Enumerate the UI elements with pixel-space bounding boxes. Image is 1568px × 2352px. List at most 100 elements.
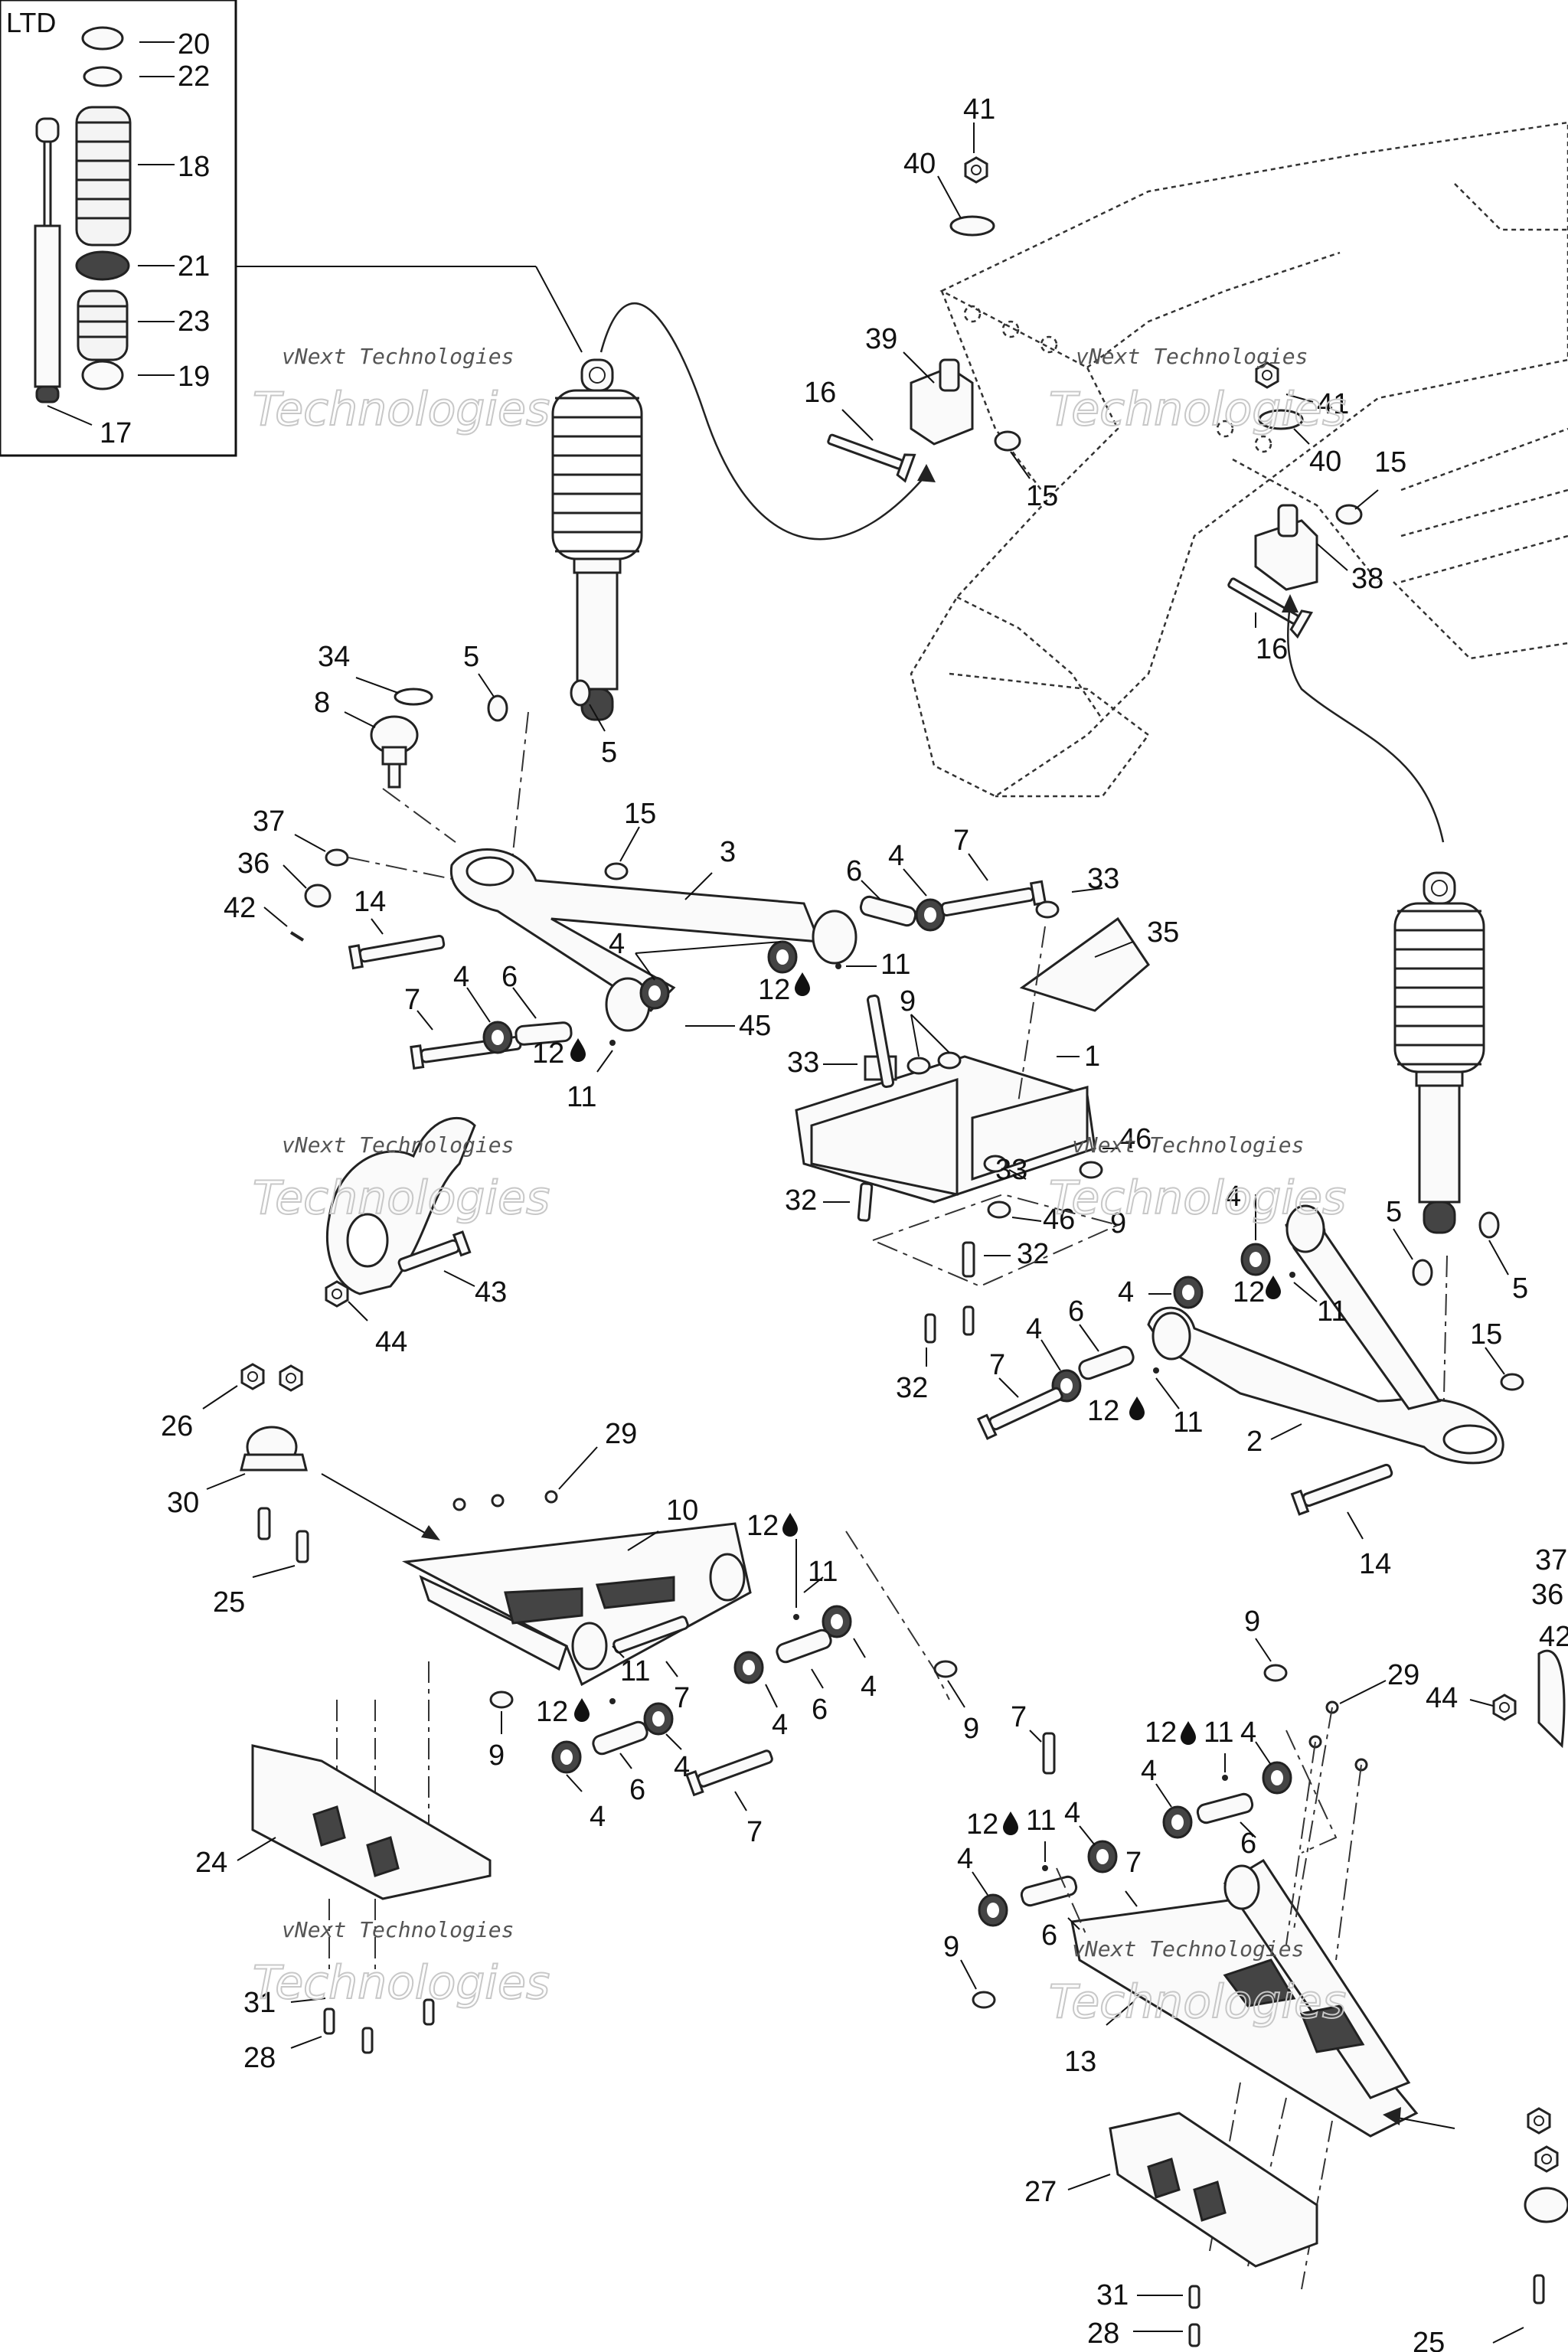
callout-4g: 4: [1026, 1313, 1042, 1345]
callout-24: 24: [195, 1847, 227, 1879]
callout-2: 2: [1246, 1426, 1263, 1458]
callout-14b: 14: [1359, 1548, 1391, 1580]
callout-29a: 29: [605, 1418, 637, 1450]
callout-4c: 4: [453, 961, 469, 993]
callout-4h: 4: [861, 1671, 877, 1703]
skid-plate-24: [251, 1744, 492, 1900]
svg-text:vNext Technologies: vNext Technologies: [1072, 1936, 1304, 1962]
nut-15b: [1335, 504, 1363, 525]
callout-33a: 33: [1087, 863, 1119, 895]
callout-5a: 5: [463, 641, 479, 673]
callout-19: 19: [178, 361, 210, 393]
callout-9a: 9: [900, 985, 916, 1018]
svg-text:Technologies: Technologies: [1049, 1975, 1346, 2029]
callout-9e: 9: [1244, 1606, 1260, 1638]
callout-32a: 32: [785, 1184, 817, 1217]
callout-11g: 11: [1204, 1717, 1233, 1749]
callout-11c: 11: [1317, 1295, 1347, 1328]
skid-plate-27: [1109, 2112, 1318, 2268]
callout-40a: 40: [903, 148, 936, 180]
callout-32b: 32: [1017, 1238, 1049, 1270]
svg-text:Technologies: Technologies: [1049, 1171, 1346, 1225]
callout-20: 20: [178, 28, 210, 60]
callout-39: 39: [865, 323, 897, 355]
callout-12f: 12: [536, 1696, 568, 1728]
upper-a-arm-3: [449, 848, 858, 1032]
washer-5a: [487, 694, 508, 722]
nut-15a: [994, 430, 1021, 452]
callout-34: 34: [318, 641, 350, 673]
callout-6d: 6: [1068, 1295, 1084, 1328]
callout-28b: 28: [1087, 2318, 1119, 2350]
callout-33c: 33: [995, 1154, 1027, 1186]
callout-33b: 33: [787, 1047, 819, 1079]
upper-bracket-39: [910, 358, 974, 446]
callout-37a: 37: [253, 805, 285, 838]
callout-9c: 9: [963, 1713, 979, 1745]
callout-25a: 25: [213, 1586, 245, 1619]
callout-12b: 12: [532, 1037, 564, 1070]
callout-4m: 4: [1240, 1717, 1256, 1749]
lower-a-arm-2: [1147, 1204, 1504, 1465]
svg-text:Technologies: Technologies: [253, 383, 550, 436]
castle-nut-36: [304, 884, 332, 908]
callout-7d: 7: [989, 1349, 1005, 1381]
callout-14a: 14: [354, 886, 386, 918]
cotter-pin-42: [289, 931, 305, 942]
callout-11f: 11: [620, 1655, 650, 1687]
callout-15d: 15: [1470, 1318, 1502, 1351]
svg-text:vNext Technologies: vNext Technologies: [282, 1917, 514, 1942]
callout-10: 10: [666, 1494, 698, 1527]
callout-9b: 9: [1110, 1207, 1126, 1240]
callout-1: 1: [1084, 1040, 1100, 1073]
svg-text:Technologies: Technologies: [253, 1956, 550, 2010]
callout-36a: 36: [237, 848, 270, 880]
callout-7a: 7: [953, 825, 969, 857]
callout-13: 13: [1064, 2046, 1096, 2078]
callout-11d: 11: [1173, 1406, 1203, 1439]
callout-4b: 4: [609, 928, 625, 960]
callout-9d: 9: [488, 1740, 505, 1772]
lower-bracket-38: [1254, 504, 1318, 591]
callout-40b: 40: [1309, 446, 1341, 478]
callout-11e: 11: [808, 1556, 838, 1588]
callout-35: 35: [1147, 916, 1179, 949]
svg-text:Technologies: Technologies: [1049, 383, 1346, 436]
ball-joint-30: [240, 1426, 308, 1472]
callout-11h: 11: [1026, 1805, 1056, 1837]
callout-6b: 6: [501, 961, 518, 993]
ball-joint-8: [370, 715, 419, 789]
callout-17: 17: [100, 417, 132, 449]
callout-6g: 6: [1240, 1828, 1256, 1860]
callout-4a: 4: [888, 840, 904, 872]
spring-stopper-19: [81, 360, 124, 390]
callout-12a: 12: [758, 974, 790, 1006]
svg-text:vNext Technologies: vNext Technologies: [1076, 344, 1308, 369]
callout-25b: 25: [1413, 2327, 1445, 2352]
callout-12e: 12: [746, 1510, 779, 1542]
svg-text:vNext Technologies: vNext Technologies: [282, 1132, 514, 1158]
callout-46a: 46: [1119, 1123, 1152, 1155]
callout-4f: 4: [1118, 1276, 1134, 1308]
callout-12h: 12: [966, 1808, 998, 1841]
ltd-label: LTD: [6, 7, 56, 38]
callout-32c: 32: [896, 1372, 928, 1404]
lower-a-arm-10: [401, 1522, 752, 1687]
callout-31b: 31: [1096, 2279, 1129, 2311]
callout-12g: 12: [1145, 1717, 1177, 1749]
svg-text:vNext Technologies: vNext Technologies: [1072, 1132, 1304, 1158]
shock-absorber-right: [1393, 871, 1485, 1234]
callout-11a: 11: [880, 949, 910, 981]
callout-26: 26: [161, 1410, 193, 1442]
svg-text:vNext Technologies: vNext Technologies: [282, 344, 514, 369]
callout-45: 45: [739, 1010, 771, 1042]
callout-16a: 16: [804, 377, 836, 409]
callout-36b: 36: [1531, 1579, 1563, 1611]
callout-8: 8: [314, 687, 330, 719]
callout-4j: 4: [772, 1709, 788, 1741]
callout-6h: 6: [1041, 1919, 1057, 1952]
callout-4n: 4: [957, 1843, 973, 1875]
callout-42b: 42: [1539, 1621, 1568, 1653]
callout-15b: 15: [1374, 446, 1406, 479]
callout-4i: 4: [590, 1801, 606, 1833]
